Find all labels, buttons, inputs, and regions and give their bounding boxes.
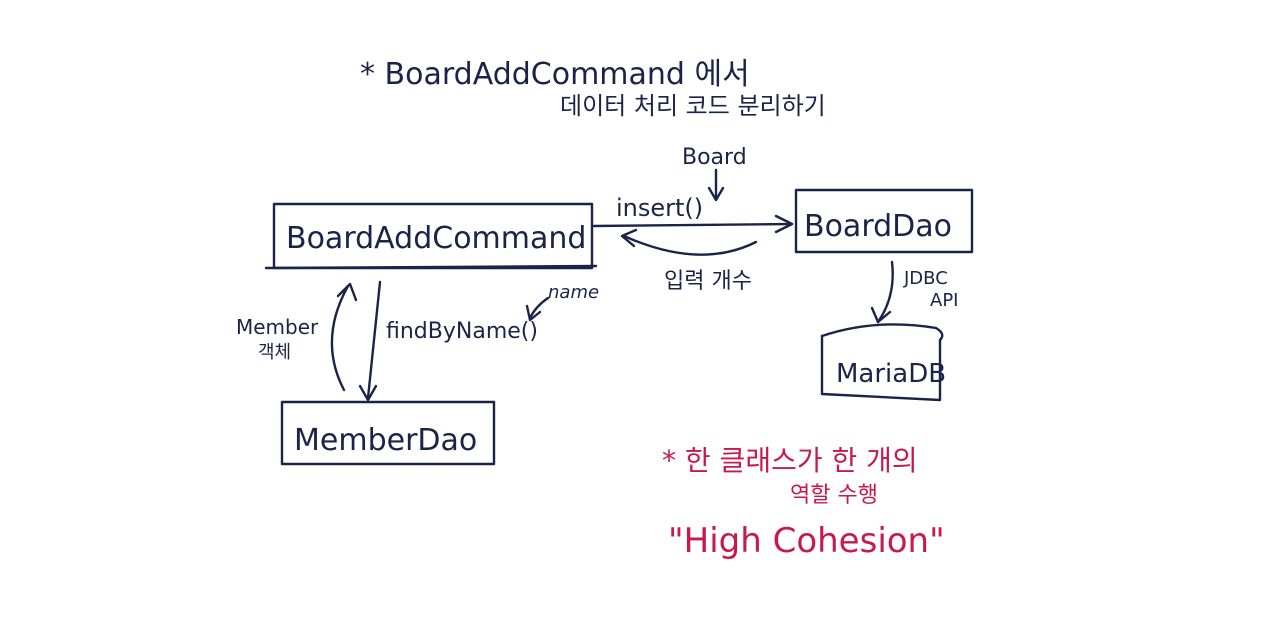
member-dao-box: MemberDao — [280, 400, 496, 466]
member-label: Member — [236, 315, 319, 339]
mariadb-label: MariaDB — [836, 359, 946, 389]
board-param-arrow — [707, 168, 725, 202]
note-top-line2: 데이터 처리 코드 분리하기 — [560, 92, 826, 120]
insert-arrow — [592, 214, 794, 234]
board-add-command-label: BoardAddCommand — [286, 221, 586, 256]
member-dao-label: MemberDao — [294, 423, 477, 458]
note-bottom-line1: * 한 클래스가 한 개의 — [662, 444, 918, 477]
return-count-arrow — [620, 228, 758, 256]
jdbc-label: JDBC — [903, 268, 948, 289]
note-bottom-line3: "High Cohesion" — [668, 521, 945, 561]
note-top-line1: * BoardAddCommand 에서 — [360, 57, 750, 92]
board-param-label: Board — [682, 145, 747, 170]
name-param-label: name — [548, 282, 599, 303]
name-param-arrow — [525, 296, 550, 322]
board-dao-box: BoardDao — [794, 188, 974, 254]
find-by-name-arrow — [358, 280, 382, 402]
board-dao-label: BoardDao — [804, 209, 952, 244]
board-add-command-box: BoardAddCommand — [264, 202, 598, 270]
insert-label: insert() — [616, 194, 703, 222]
note-bottom-line2: 역할 수행 — [790, 483, 878, 508]
api-label: API — [930, 290, 958, 311]
member-return-arrow — [330, 282, 358, 392]
mariadb-database: MariaDB — [820, 323, 946, 402]
jdbc-arrow — [870, 260, 894, 324]
find-by-name-label: findByName() — [386, 319, 538, 344]
member-object-label: 객체 — [258, 342, 291, 363]
return-count-label: 입력 개수 — [664, 269, 752, 294]
